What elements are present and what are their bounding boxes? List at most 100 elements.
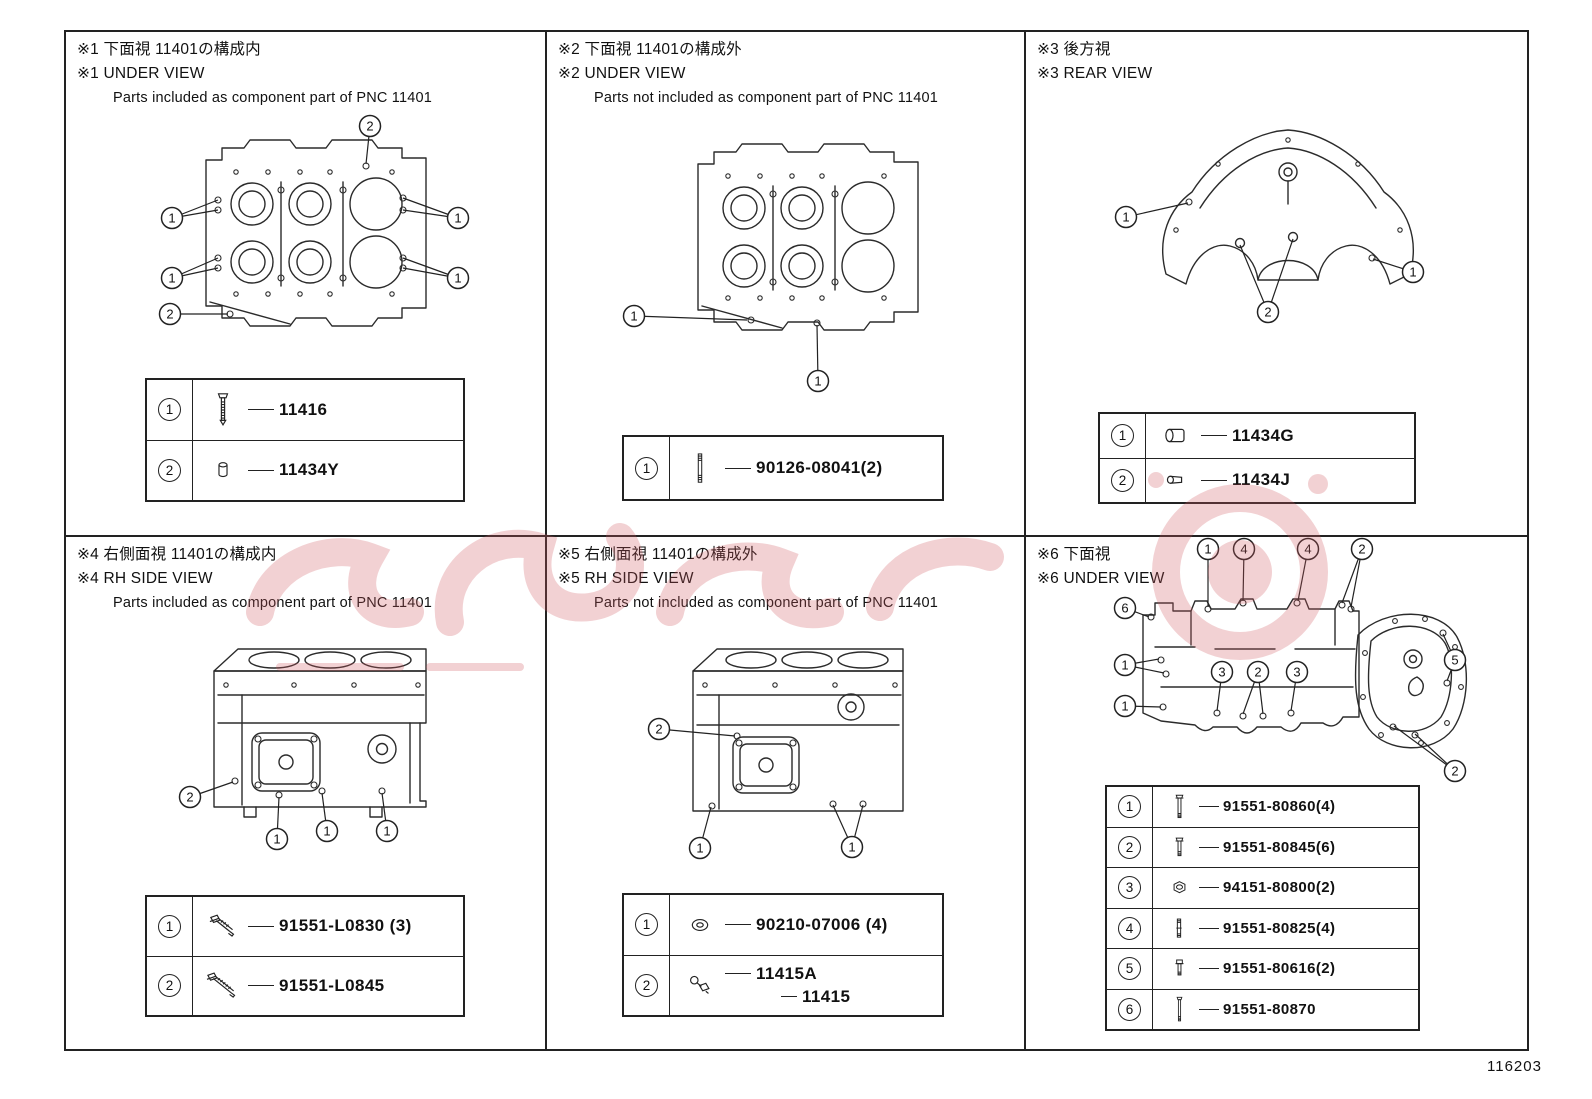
part-number: 91551-80825(4) bbox=[1223, 919, 1336, 937]
leader-line bbox=[1201, 479, 1227, 481]
leader-line bbox=[781, 996, 797, 998]
callout-cell: 1 bbox=[147, 897, 193, 956]
leader-line bbox=[248, 409, 274, 411]
part-cell: 11434Y bbox=[193, 460, 463, 481]
leader-line bbox=[248, 469, 274, 471]
callout-2: 2 bbox=[358, 114, 382, 165]
leader-line bbox=[248, 925, 274, 927]
callout-number: 3 bbox=[1118, 876, 1141, 900]
callout-cell: 4 bbox=[1107, 908, 1153, 948]
part-number: 94151-80800(2) bbox=[1223, 879, 1336, 897]
svg-text:1: 1 bbox=[383, 824, 390, 839]
callout-cell: 6 bbox=[1107, 989, 1153, 1029]
part-cell: 90126-08041(2) bbox=[670, 451, 942, 486]
callout-1: 1 bbox=[1114, 202, 1189, 229]
callout-1: 1 bbox=[1113, 653, 1165, 677]
leader-line bbox=[725, 467, 751, 469]
callout-cell: 3 bbox=[1107, 868, 1153, 908]
part-cell: 11416 bbox=[193, 391, 463, 429]
callout-number: 2 bbox=[1111, 468, 1134, 492]
part-number: 11415A bbox=[756, 963, 818, 983]
callout-1: 1 bbox=[160, 199, 219, 230]
svg-text:6: 6 bbox=[1121, 601, 1128, 616]
part-cell: 11434G bbox=[1146, 426, 1414, 446]
callout-1: 1 bbox=[375, 792, 399, 843]
union-plug-icon bbox=[680, 974, 720, 997]
callout-1: 1 bbox=[688, 806, 712, 860]
svg-text:1: 1 bbox=[323, 824, 330, 839]
callout-2: 2 bbox=[158, 302, 228, 326]
callout-number: 2 bbox=[158, 974, 181, 998]
panel-title-en: ※4 RH SIDE VIEW bbox=[77, 570, 213, 587]
part-number: 11415 bbox=[802, 986, 851, 1006]
flange-bolt-long-icon bbox=[203, 970, 243, 1002]
parts-row: 1 91551-80860(4) bbox=[1107, 787, 1418, 827]
stud-short-icon bbox=[1163, 917, 1195, 940]
part-cell: 91551-80860(4) bbox=[1153, 793, 1418, 821]
panel-title-en: ※6 UNDER VIEW bbox=[1037, 570, 1165, 587]
svg-text:2: 2 bbox=[1254, 665, 1261, 680]
leader-line bbox=[725, 973, 751, 975]
stud-washer-icon bbox=[1163, 958, 1195, 979]
callout-1: 1 bbox=[832, 804, 864, 859]
leader-line bbox=[1201, 435, 1227, 437]
svg-text:1: 1 bbox=[273, 832, 280, 847]
callout-1: 1 bbox=[806, 324, 830, 393]
callout-3: 3 bbox=[1285, 660, 1309, 712]
svg-text:1: 1 bbox=[848, 840, 855, 855]
callout-5: 5 bbox=[1442, 633, 1467, 682]
panel-subtitle: Parts not included as component part of … bbox=[594, 90, 939, 106]
panel-title-jp: ※6 下面視 bbox=[1037, 546, 1111, 563]
panel-1-under-view-included: ※1 下面視 11401の構成内 ※1 UNDER VIEW Parts inc… bbox=[64, 30, 545, 535]
part-cell: 11415A 11415 bbox=[670, 964, 942, 1007]
leader-line bbox=[1199, 968, 1219, 970]
dowel-pin-icon bbox=[203, 460, 243, 481]
parts-row: 5 91551-80616(2) bbox=[1107, 948, 1418, 989]
leader-line bbox=[1199, 887, 1219, 889]
callout-cell: 1 bbox=[624, 437, 670, 499]
callout-number: 2 bbox=[635, 973, 658, 997]
callout-1: 1 bbox=[622, 304, 748, 328]
svg-text:1: 1 bbox=[168, 271, 175, 286]
callout-1: 1 bbox=[402, 197, 470, 230]
callout-number: 4 bbox=[1118, 916, 1141, 940]
svg-text:4: 4 bbox=[1240, 542, 1247, 557]
part-number: 91551-L0845 bbox=[279, 975, 385, 995]
part-cell: 91551-L0845 bbox=[193, 970, 463, 1002]
callout-layer: 11 bbox=[622, 304, 830, 393]
callout-2: 2 bbox=[1242, 660, 1270, 715]
part-number: 11416 bbox=[279, 399, 328, 419]
parts-row: 4 91551-80825(4) bbox=[1107, 907, 1418, 948]
panel-5-rh-side-view-excluded: ※5 右側面視 11401の構成外 ※5 RH SIDE VIEW Parts … bbox=[545, 535, 1024, 1051]
callout-number: 2 bbox=[1118, 835, 1141, 859]
svg-text:1: 1 bbox=[696, 841, 703, 856]
svg-text:3: 3 bbox=[1293, 665, 1300, 680]
part-cell: 91551-80825(4) bbox=[1153, 917, 1418, 940]
panel-header: ※6 下面視 ※6 UNDER VIEW bbox=[1024, 535, 1529, 591]
callout-number: 5 bbox=[1118, 957, 1141, 981]
callout-4: 4 bbox=[1296, 537, 1320, 602]
callout-6: 6 bbox=[1113, 596, 1150, 620]
svg-text:2: 2 bbox=[186, 790, 193, 805]
grid-divider-vertical-2 bbox=[1024, 30, 1026, 1051]
callout-cell: 2 bbox=[1100, 458, 1146, 502]
part-number: 11434G bbox=[1232, 425, 1294, 445]
part-number: 91551-80616(2) bbox=[1223, 960, 1336, 978]
callout-number: 1 bbox=[1118, 795, 1141, 819]
panel-subtitle: Parts included as component part of PNC … bbox=[113, 90, 433, 106]
panel-title-jp: ※2 下面視 11401の構成外 bbox=[558, 41, 742, 58]
svg-text:1: 1 bbox=[1122, 210, 1129, 225]
callout-1: 1 bbox=[1113, 694, 1162, 718]
leader-line bbox=[725, 924, 751, 926]
part-number: 90210-07006 (4) bbox=[756, 914, 888, 934]
